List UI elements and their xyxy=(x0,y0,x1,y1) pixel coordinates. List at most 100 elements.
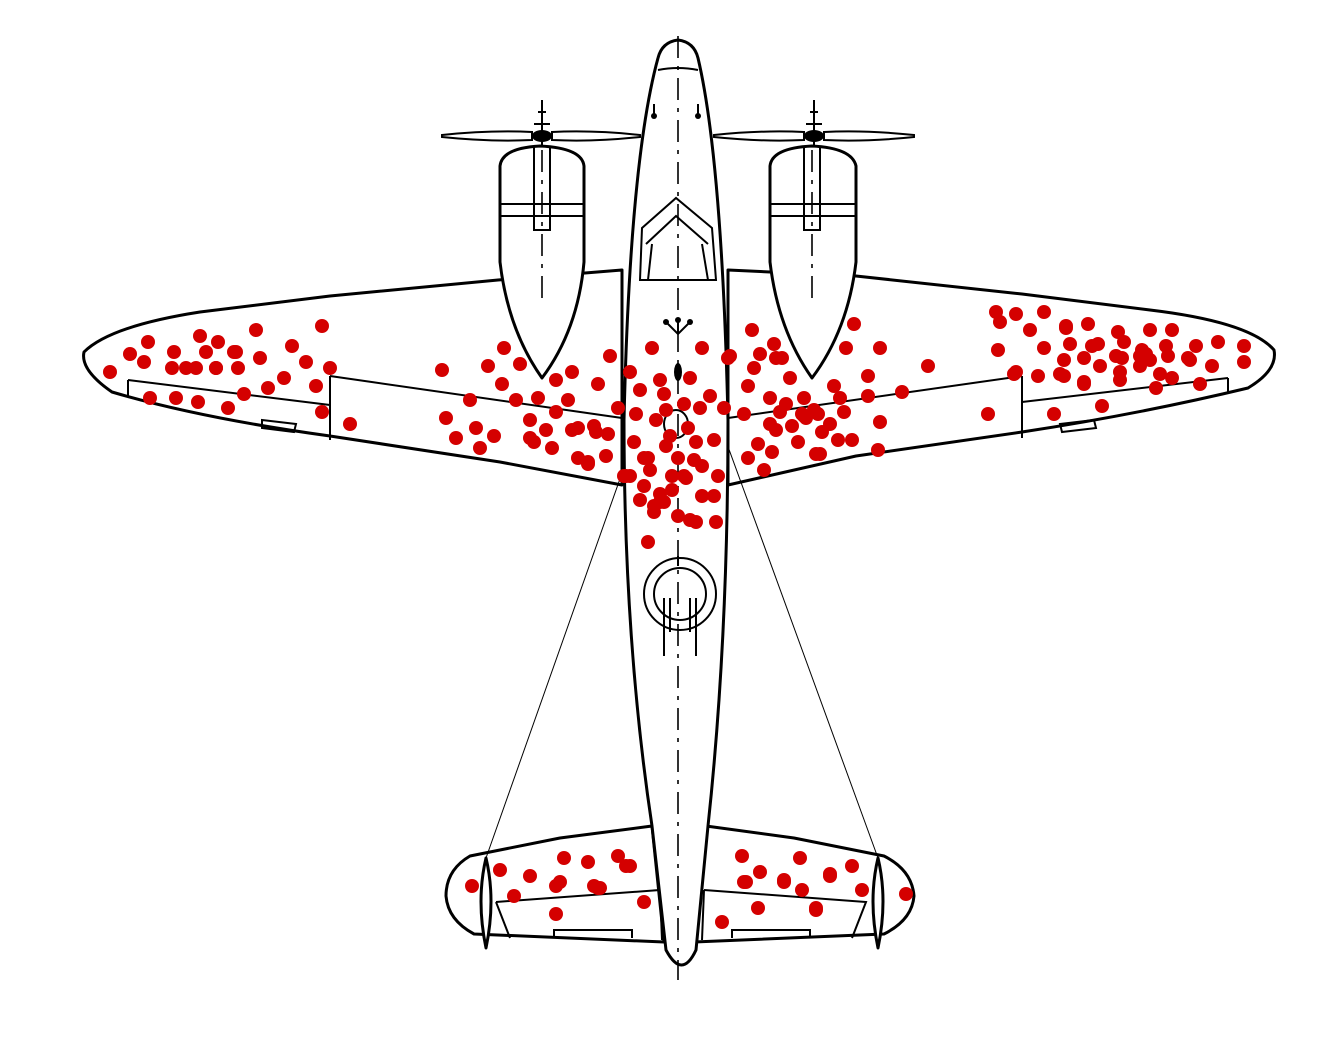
hit-marker xyxy=(757,463,771,477)
hit-marker xyxy=(343,417,357,431)
hit-marker xyxy=(1211,335,1225,349)
engine-nacelle-left xyxy=(498,144,586,380)
hit-marker xyxy=(861,389,875,403)
hit-marker xyxy=(465,879,479,893)
hit-marker xyxy=(141,335,155,349)
hit-marker xyxy=(629,407,643,421)
hit-marker xyxy=(277,371,291,385)
propeller-icon xyxy=(441,100,641,146)
hit-marker xyxy=(741,379,755,393)
hit-marker xyxy=(683,513,697,527)
hit-marker xyxy=(779,397,793,411)
hit-marker xyxy=(753,347,767,361)
hit-marker xyxy=(531,391,545,405)
hit-marker xyxy=(493,863,507,877)
hit-marker xyxy=(751,901,765,915)
hit-marker xyxy=(831,433,845,447)
hit-marker xyxy=(785,419,799,433)
hit-marker xyxy=(463,393,477,407)
hit-marker xyxy=(1037,341,1051,355)
hit-marker xyxy=(795,883,809,897)
hit-marker xyxy=(473,441,487,455)
hit-marker xyxy=(603,349,617,363)
hit-marker xyxy=(211,335,225,349)
hit-marker xyxy=(1117,335,1131,349)
hit-marker xyxy=(123,347,137,361)
hit-marker xyxy=(253,351,267,365)
hit-marker xyxy=(469,421,483,435)
hit-marker xyxy=(769,423,783,437)
hit-marker xyxy=(199,345,213,359)
hit-marker xyxy=(1165,371,1179,385)
hit-marker xyxy=(1009,307,1023,321)
hit-marker xyxy=(315,405,329,419)
hit-marker xyxy=(637,479,651,493)
hit-marker xyxy=(991,343,1005,357)
hit-marker xyxy=(509,393,523,407)
hit-marker xyxy=(169,391,183,405)
hit-marker xyxy=(1159,339,1173,353)
hit-marker xyxy=(571,421,585,435)
hit-marker xyxy=(1205,359,1219,373)
hit-marker xyxy=(1149,381,1163,395)
left-wing xyxy=(82,268,624,487)
hit-marker xyxy=(649,413,663,427)
hit-marker xyxy=(873,341,887,355)
hit-marker xyxy=(599,449,613,463)
hit-marker xyxy=(1063,337,1077,351)
hit-marker xyxy=(191,395,205,409)
hit-marker xyxy=(179,361,193,375)
hit-marker xyxy=(659,439,673,453)
hit-marker xyxy=(873,415,887,429)
hit-marker xyxy=(641,535,655,549)
hit-marker xyxy=(315,319,329,333)
hit-marker xyxy=(765,445,779,459)
hit-marker xyxy=(711,469,725,483)
cockpit-canopy xyxy=(638,196,718,281)
hit-marker xyxy=(549,405,563,419)
hit-marker xyxy=(993,315,1007,329)
hit-marker xyxy=(1057,353,1071,367)
hit-markers xyxy=(103,305,1251,929)
hit-marker xyxy=(745,323,759,337)
hit-marker xyxy=(647,499,661,513)
hit-marker xyxy=(1095,399,1109,413)
hit-marker xyxy=(449,431,463,445)
hit-marker xyxy=(845,859,859,873)
hit-marker xyxy=(627,435,641,449)
hit-marker xyxy=(839,341,853,355)
hit-marker xyxy=(633,493,647,507)
hit-marker xyxy=(653,373,667,387)
hit-marker xyxy=(549,907,563,921)
hit-marker xyxy=(793,851,807,865)
hit-marker xyxy=(777,873,791,887)
hit-marker xyxy=(1023,323,1037,337)
hit-marker xyxy=(1237,355,1251,369)
hit-marker xyxy=(249,323,263,337)
hit-marker xyxy=(1193,377,1207,391)
hit-marker xyxy=(1189,339,1203,353)
hit-marker xyxy=(645,341,659,355)
hit-marker xyxy=(709,515,723,529)
hit-marker xyxy=(623,365,637,379)
hit-marker xyxy=(611,849,625,863)
hit-marker xyxy=(707,489,721,503)
hit-marker xyxy=(565,365,579,379)
hit-marker xyxy=(1183,353,1197,367)
hit-marker xyxy=(823,417,837,431)
hit-marker xyxy=(671,509,685,523)
hit-marker xyxy=(553,875,567,889)
hit-marker xyxy=(695,341,709,355)
hit-marker xyxy=(561,393,575,407)
propeller-icon xyxy=(713,100,915,146)
hit-marker xyxy=(823,867,837,881)
hit-marker xyxy=(231,361,245,375)
hit-marker xyxy=(601,427,615,441)
hit-marker xyxy=(1143,323,1157,337)
hit-marker xyxy=(143,391,157,405)
hit-marker xyxy=(795,407,809,421)
hit-marker xyxy=(439,411,453,425)
hit-marker xyxy=(581,455,595,469)
hit-marker xyxy=(487,429,501,443)
hit-marker xyxy=(193,329,207,343)
